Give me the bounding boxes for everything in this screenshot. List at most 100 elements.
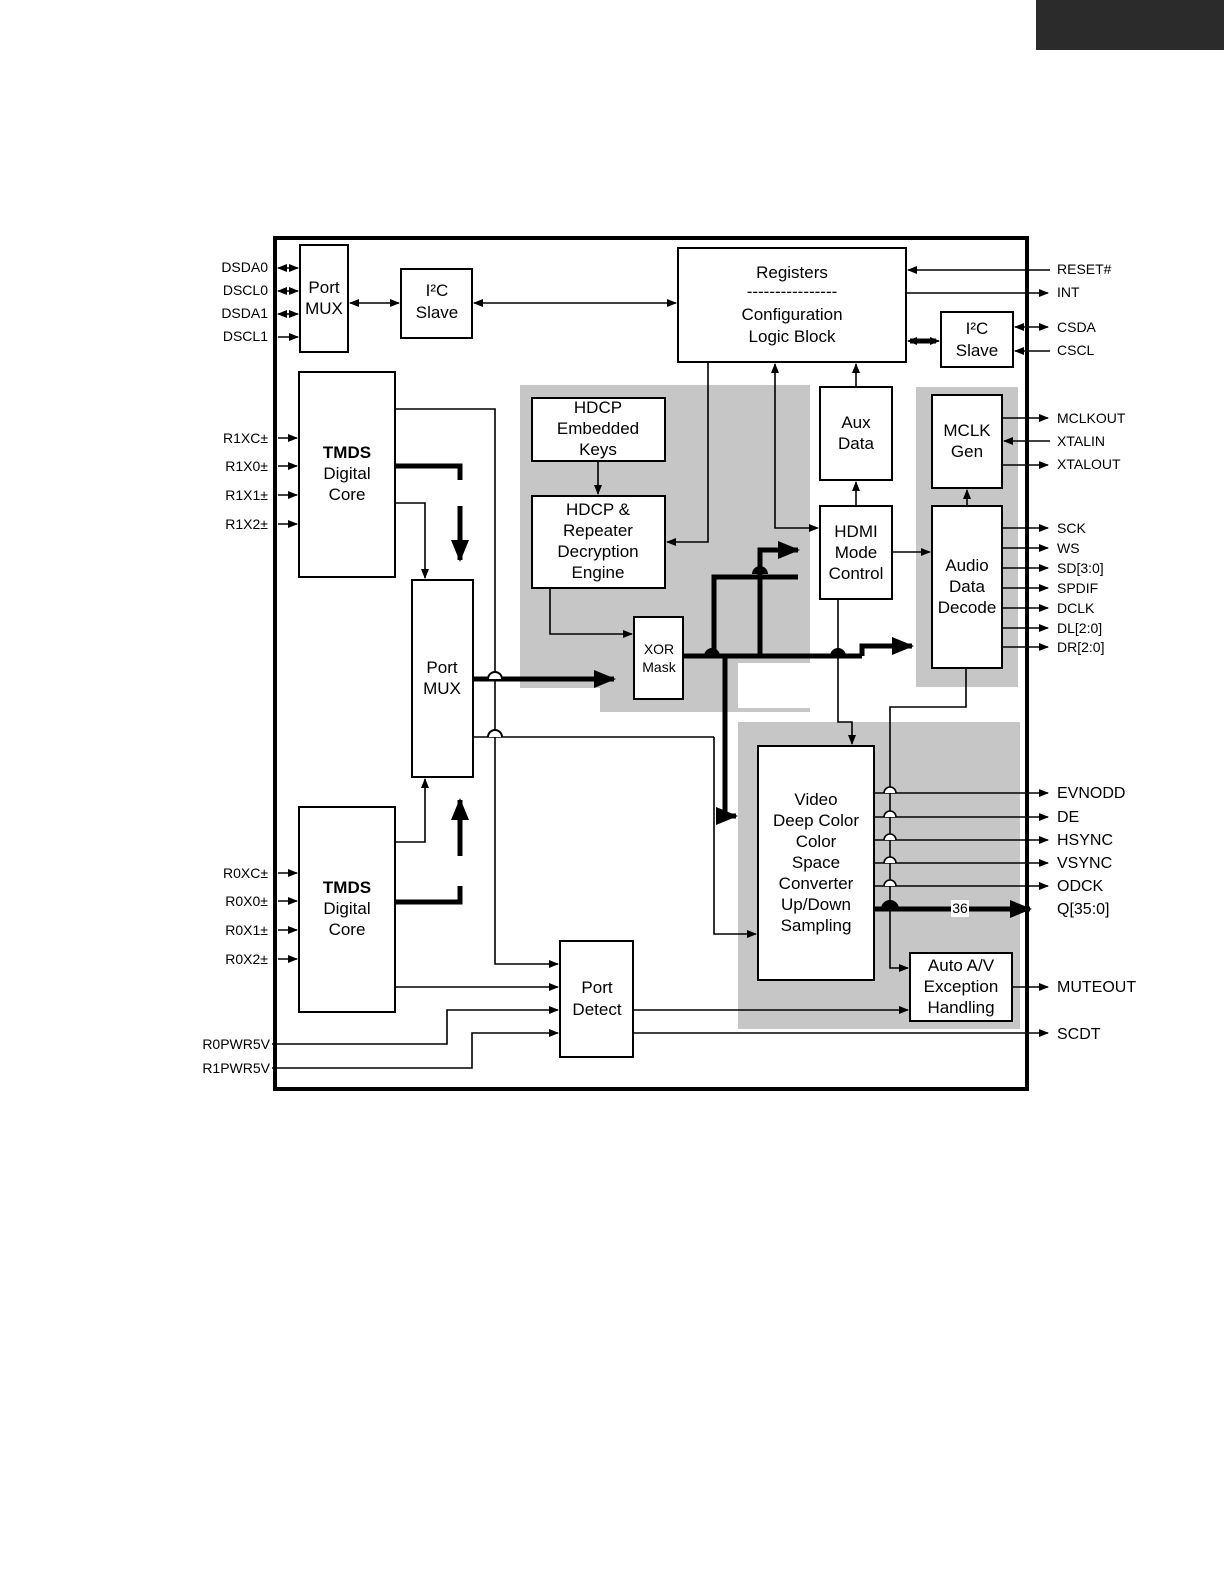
page-corner-tab <box>1036 0 1224 50</box>
pin-dl: DL[2:0] <box>1057 620 1102 636</box>
mclk-gen-block <box>931 394 1003 489</box>
port-mux-ddc-label-2: MUX <box>305 299 343 318</box>
video-label-4: Space <box>792 853 840 872</box>
pin-sck: SCK <box>1057 520 1086 536</box>
pin-r0x1: R0X1± <box>225 922 268 938</box>
pin-xtalout: XTALOUT <box>1057 456 1121 472</box>
pin-r1x1: R1X1± <box>225 487 268 503</box>
pin-spdif: SPDIF <box>1057 580 1098 596</box>
pin-int: INT <box>1057 284 1080 300</box>
aux-data-label-1: Aux <box>841 413 871 432</box>
tmds-core-0-label-2: Digital <box>323 899 370 918</box>
pin-r0x2: R0X2± <box>225 951 268 967</box>
xor-mask-block <box>633 616 684 700</box>
i2c-slave-right-block <box>940 311 1014 368</box>
pin-evnodd: EVNODD <box>1057 785 1125 802</box>
thin-wires <box>272 264 1050 1069</box>
hdcp-engine-label-3: Decryption <box>557 542 638 561</box>
auto-av-block <box>909 952 1013 1022</box>
video-label-1: Video <box>794 790 837 809</box>
audio-decode-label-1: Audio <box>945 556 988 575</box>
audio-decode-label-3: Decode <box>938 598 997 617</box>
pin-dclk: DCLK <box>1057 600 1095 616</box>
pin-dscl0: DSCL0 <box>223 282 268 298</box>
pin-r1x0: R1X0± <box>225 458 268 474</box>
pin-muteout: MUTEOUT <box>1057 979 1136 996</box>
hdcp-keys-label-2: Embedded <box>557 419 639 438</box>
video-label-2: Deep Color <box>773 811 859 830</box>
hdcp-engine-label-1: HDCP & <box>566 500 631 519</box>
port-detect-label-2: Detect <box>572 1000 621 1019</box>
bus-width-label: 36 <box>952 900 968 916</box>
auto-av-label-3: Handling <box>927 998 994 1017</box>
tmds-core-0-label-3: Core <box>329 920 366 939</box>
registers-label: Registers <box>756 263 828 282</box>
pin-de: DE <box>1057 809 1079 826</box>
i2c-slave-left-label-1: I²C <box>426 281 449 300</box>
hdmi-mode-label-3: Control <box>829 564 884 583</box>
mclk-gen-label-1: MCLK <box>943 421 991 440</box>
aux-data-block <box>819 386 893 481</box>
tmds-core-1-label-1: TMDS <box>323 443 371 462</box>
port-mux-tmds-label-2: MUX <box>423 679 461 698</box>
pin-cscl: CSCL <box>1057 342 1095 358</box>
pin-r0pwr5v: R0PWR5V <box>202 1036 270 1052</box>
auto-av-label-2: Exception <box>924 977 999 996</box>
audio-decode-label-2: Data <box>949 577 985 596</box>
pin-q: Q[35:0] <box>1057 901 1109 918</box>
tmds-core-1-block <box>298 371 396 578</box>
pin-r1pwr5v: R1PWR5V <box>202 1060 270 1076</box>
pin-hsync: HSYNC <box>1057 832 1113 849</box>
pin-scdt: SCDT <box>1057 1026 1101 1043</box>
pin-xtalin: XTALIN <box>1057 433 1105 449</box>
mclk-gen-label-2: Gen <box>951 442 983 461</box>
config-logic-label-2: Logic Block <box>749 327 836 346</box>
port-mux-tmds-label-1: Port <box>426 658 457 677</box>
video-label-6: Up/Down <box>781 895 851 914</box>
port-detect-label-1: Port <box>581 978 612 997</box>
video-block <box>757 745 875 981</box>
i2c-slave-right-label-1: I²C <box>966 319 989 338</box>
i2c-slave-right-label-2: Slave <box>956 341 999 360</box>
auto-av-label-1: Auto A/V <box>928 956 995 975</box>
pin-dsda1: DSDA1 <box>221 305 268 321</box>
video-label-5: Converter <box>779 874 854 893</box>
aux-data-label-2: Data <box>838 434 874 453</box>
pin-reset: RESET# <box>1057 261 1112 277</box>
pin-odck: ODCK <box>1057 878 1104 895</box>
audio-data-decode-block <box>931 505 1003 669</box>
xor-mask-label-2: Mask <box>642 659 676 675</box>
port-detect-block <box>559 940 634 1058</box>
pin-dr: DR[2:0] <box>1057 639 1104 655</box>
pin-r0x0: R0X0± <box>225 893 268 909</box>
chip-outline <box>273 236 1029 1091</box>
pin-r1xc: R1XC± <box>223 430 268 446</box>
hdcp-engine-block <box>531 495 666 589</box>
hdcp-keys-label-1: HDCP <box>574 398 622 417</box>
xor-mask-label-1: XOR <box>644 641 674 657</box>
pin-vsync: VSYNC <box>1057 855 1112 872</box>
hdcp-keys-label-3: Keys <box>579 440 617 459</box>
i2c-slave-left-block <box>400 268 473 339</box>
hdcp-engine-label-4: Engine <box>572 563 625 582</box>
crossing-hops <box>487 566 899 910</box>
port-mux-ddc-block <box>299 244 349 353</box>
config-logic-label-1: Configuration <box>741 305 842 324</box>
registers-block <box>677 247 907 363</box>
bus-width-bg <box>951 900 969 917</box>
pin-dsda0: DSDA0 <box>221 259 268 275</box>
hdcp-engine-label-2: Repeater <box>563 521 633 540</box>
pin-sd: SD[3:0] <box>1057 560 1104 576</box>
i2c-slave-left-label-2: Slave <box>416 303 459 322</box>
video-label-3: Color <box>796 832 837 851</box>
pin-r1x2: R1X2± <box>225 516 268 532</box>
pin-r0xc: R0XC± <box>223 865 268 881</box>
pin-ws: WS <box>1057 540 1080 556</box>
pin-csda: CSDA <box>1057 319 1097 335</box>
registers-separator: ---------------- <box>747 282 838 301</box>
tmds-core-1-label-2: Digital <box>323 464 370 483</box>
port-mux-ddc-label-1: Port <box>308 278 339 297</box>
hdmi-mode-control-block <box>819 505 893 600</box>
tmds-core-0-block <box>298 806 396 1013</box>
